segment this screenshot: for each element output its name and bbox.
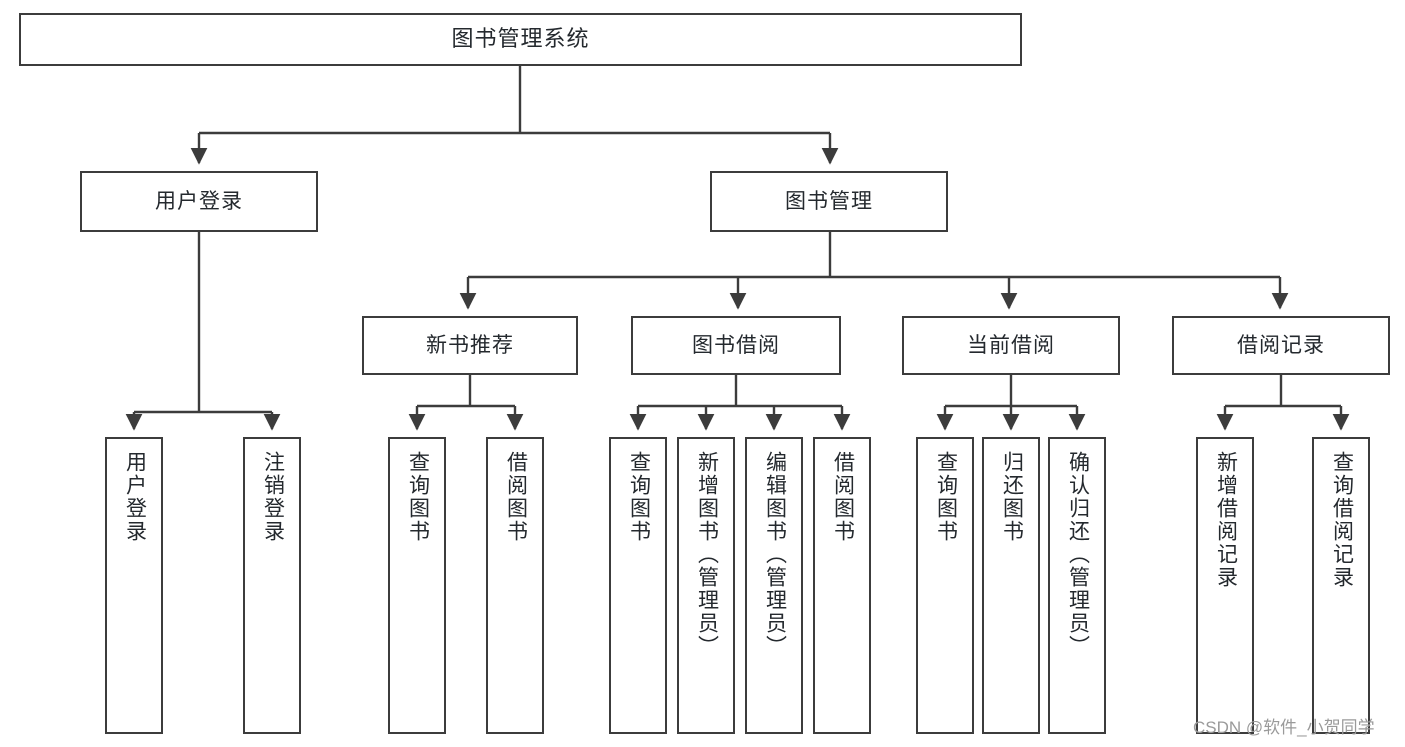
leaf-logout[interactable]: 注销登录 [243, 437, 301, 734]
leaf-query-book-borrow[interactable]: 查询图书 [609, 437, 667, 734]
leaf-add-borrow-record[interactable]: 新增借阅记录 [1196, 437, 1254, 734]
node-new-book-recommend[interactable]: 新书推荐 [362, 316, 578, 375]
node-root[interactable]: 图书管理系统 [19, 13, 1022, 66]
leaf-borrow-book-recommend[interactable]: 借阅图书 [486, 437, 544, 734]
leaf-borrow-book[interactable]: 借阅图书 [813, 437, 871, 734]
node-label: 新增借阅记录 [1214, 451, 1238, 589]
leaf-user-login[interactable]: 用户登录 [105, 437, 163, 734]
leaf-return-book[interactable]: 归还图书 [982, 437, 1040, 734]
leaf-query-borrow-record[interactable]: 查询借阅记录 [1312, 437, 1370, 734]
node-label: 归还图书 [1000, 451, 1024, 543]
node-label: 用户登录 [123, 451, 147, 543]
node-label: 新增图书（管理员） [695, 451, 719, 658]
node-label: 注销登录 [261, 451, 285, 543]
node-label: 查询借阅记录 [1330, 451, 1354, 589]
node-label: 图书管理系统 [451, 26, 590, 52]
node-current-borrow[interactable]: 当前借阅 [902, 316, 1120, 375]
node-label: 确认归还（管理员） [1066, 451, 1090, 658]
node-label: 查询图书 [406, 451, 430, 543]
node-label: 借阅记录 [1237, 333, 1325, 357]
node-label: 查询图书 [627, 451, 651, 543]
node-label: 借阅图书 [504, 451, 528, 543]
node-label: 图书借阅 [692, 333, 780, 357]
node-label: 借阅图书 [831, 451, 855, 543]
node-user-login[interactable]: 用户登录 [80, 171, 318, 232]
node-label: 当前借阅 [967, 333, 1055, 357]
node-book-management[interactable]: 图书管理 [710, 171, 948, 232]
node-borrow-record[interactable]: 借阅记录 [1172, 316, 1390, 375]
watermark: CSDN @软件_小贺同学 [1193, 718, 1375, 737]
leaf-edit-book-admin[interactable]: 编辑图书（管理员） [745, 437, 803, 734]
node-label: 用户登录 [155, 189, 243, 213]
node-label: 查询图书 [934, 451, 958, 543]
node-label: 图书管理 [785, 189, 873, 213]
leaf-query-book-current[interactable]: 查询图书 [916, 437, 974, 734]
leaf-confirm-return-admin[interactable]: 确认归还（管理员） [1048, 437, 1106, 734]
leaf-query-book-recommend[interactable]: 查询图书 [388, 437, 446, 734]
node-label: 编辑图书（管理员） [763, 451, 787, 658]
node-book-borrow[interactable]: 图书借阅 [631, 316, 841, 375]
leaf-add-book-admin[interactable]: 新增图书（管理员） [677, 437, 735, 734]
node-label: 新书推荐 [426, 333, 514, 357]
